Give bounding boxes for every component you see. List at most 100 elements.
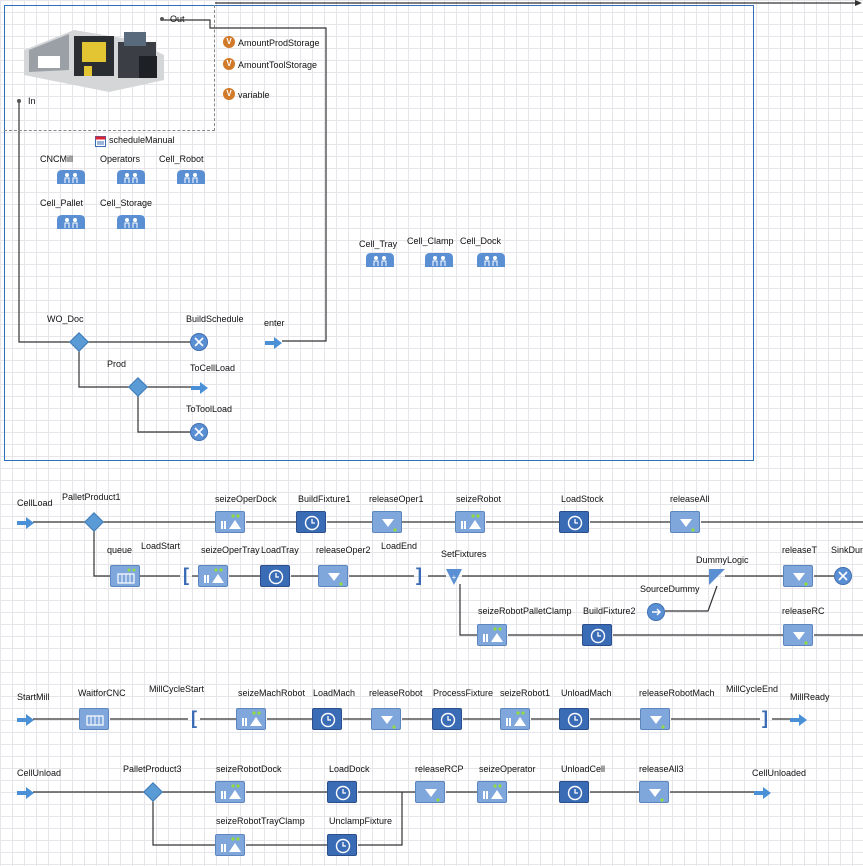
variable-icon[interactable]: V [223, 58, 235, 70]
release-block[interactable] [372, 511, 402, 533]
sink-icon[interactable] [190, 423, 208, 441]
variable-icon[interactable]: V [223, 88, 235, 100]
seize-block[interactable] [198, 565, 228, 587]
delay-block[interactable] [559, 511, 589, 533]
pool-label-cncmill: CNCMill [40, 154, 73, 164]
time-measure-start-icon[interactable]: [ [183, 565, 189, 585]
sink-icon[interactable] [190, 333, 208, 351]
source-icon[interactable] [647, 603, 665, 621]
seize-block[interactable] [215, 511, 245, 533]
out-port[interactable] [160, 17, 164, 21]
release-all-label: releaseAll [670, 494, 710, 504]
cell-unloaded-label: CellUnloaded [752, 768, 807, 778]
build-schedule-label: BuildSchedule [186, 314, 244, 324]
seize-block[interactable] [500, 708, 530, 730]
split-icon[interactable]: + [446, 569, 462, 585]
exit-arrow-icon[interactable] [790, 713, 808, 726]
pallet-product1-select-output-diamond[interactable] [84, 512, 104, 532]
svg-text:+: + [452, 573, 457, 582]
pool-label-cell-robot: Cell_Robot [159, 154, 204, 164]
sink-dummy-label: SinkDum [831, 545, 863, 555]
machine-illustration [14, 10, 174, 94]
load-end-label: LoadEnd [381, 541, 418, 551]
release-block[interactable] [670, 511, 700, 533]
seize-block[interactable] [215, 781, 245, 803]
load-dock-label: LoadDock [329, 764, 370, 774]
time-measure-start-icon[interactable]: [ [191, 708, 197, 728]
pool-label-cell-clamp: Cell_Clamp [407, 236, 454, 246]
seize-operator-label: seizeOperator [479, 764, 536, 774]
pool-label-operators: Operators [100, 154, 141, 164]
seize-block[interactable] [236, 708, 266, 730]
schedule-icon[interactable] [95, 134, 106, 147]
load-start-label: LoadStart [141, 541, 181, 551]
set-fixtures-label: SetFixtures [441, 549, 487, 559]
release-block[interactable] [783, 565, 813, 587]
delay-block[interactable] [559, 708, 589, 730]
seize-robot-pallet-clamp-label: seizeRobotPalletClamp [478, 606, 572, 616]
delay-block[interactable] [312, 708, 342, 730]
process-fixture-label: ProcessFixture [433, 688, 494, 698]
sink-icon[interactable] [834, 567, 852, 585]
variable-amount-tool-storage: AmountToolStorage [238, 60, 318, 70]
seize-block[interactable] [215, 834, 245, 856]
delay-block[interactable] [260, 565, 290, 587]
time-measure-end-icon[interactable]: ] [416, 565, 422, 585]
enter-arrow-icon[interactable] [17, 516, 35, 529]
exit-arrow-icon[interactable] [191, 381, 209, 394]
delay-block[interactable] [582, 624, 612, 646]
load-tray-label: LoadTray [261, 545, 299, 555]
seize-robot1-label: seizeRobot1 [500, 688, 551, 698]
variable-icon[interactable]: V [223, 36, 235, 48]
pallet-product3-select-output-diamond[interactable] [143, 782, 163, 802]
resource-pool-icon[interactable] [116, 214, 146, 230]
enter-arrow-icon[interactable] [17, 713, 35, 726]
seize-block[interactable] [477, 624, 507, 646]
load-stock-label: LoadStock [561, 494, 604, 504]
time-measure-end-icon[interactable]: ] [762, 708, 768, 728]
delay-block[interactable] [559, 781, 589, 803]
in-port[interactable] [17, 99, 21, 103]
resource-pool-icon[interactable] [56, 169, 86, 185]
in-port-label: In [28, 96, 36, 106]
resource-pool-icon[interactable] [424, 252, 454, 268]
release-oper2-label: releaseOper2 [316, 545, 371, 555]
queue-block[interactable] [110, 565, 140, 587]
source-dummy-label: SourceDummy [640, 584, 700, 594]
release-block[interactable] [640, 708, 670, 730]
delay-block[interactable] [432, 708, 462, 730]
wo-doc-label: WO_Doc [47, 314, 84, 324]
enter-arrow-icon[interactable] [17, 786, 35, 799]
resource-pool-icon[interactable] [476, 252, 506, 268]
release-oper1-label: releaseOper1 [369, 494, 424, 504]
resource-pool-icon[interactable] [176, 169, 206, 185]
wait-block[interactable] [79, 708, 109, 730]
combine-icon[interactable] [709, 569, 725, 585]
resource-pool-icon[interactable] [365, 252, 395, 268]
exit-arrow-icon[interactable] [754, 786, 772, 799]
resource-pool-icon[interactable] [116, 169, 146, 185]
release-block[interactable] [783, 624, 813, 646]
dummy-logic-label: DummyLogic [696, 555, 749, 565]
seize-block[interactable] [477, 781, 507, 803]
unclamp-fixture-label: UnclampFixture [329, 816, 393, 826]
to-tool-load-label: ToToolLoad [186, 404, 233, 414]
delay-block[interactable] [327, 781, 357, 803]
delay-block[interactable] [327, 834, 357, 856]
seize-block[interactable] [455, 511, 485, 533]
pallet-product3-label: PalletProduct3 [123, 764, 182, 774]
delay-block[interactable] [296, 511, 326, 533]
mill-cycle-start-label: MillCycleStart [149, 684, 205, 694]
release-block[interactable] [318, 565, 348, 587]
prod-label: Prod [107, 359, 127, 369]
enter-label: enter [264, 318, 285, 328]
enter-arrow-icon[interactable] [265, 336, 283, 349]
to-cell-load-label: ToCellLoad [190, 363, 236, 373]
release-block[interactable] [415, 781, 445, 803]
resource-pool-icon[interactable] [56, 214, 86, 230]
release-block[interactable] [371, 708, 401, 730]
release-block[interactable] [639, 781, 669, 803]
variable-variable: variable [238, 90, 270, 100]
build-fixture1-label: BuildFixture1 [298, 494, 351, 504]
unload-mach-label: UnloadMach [561, 688, 612, 698]
